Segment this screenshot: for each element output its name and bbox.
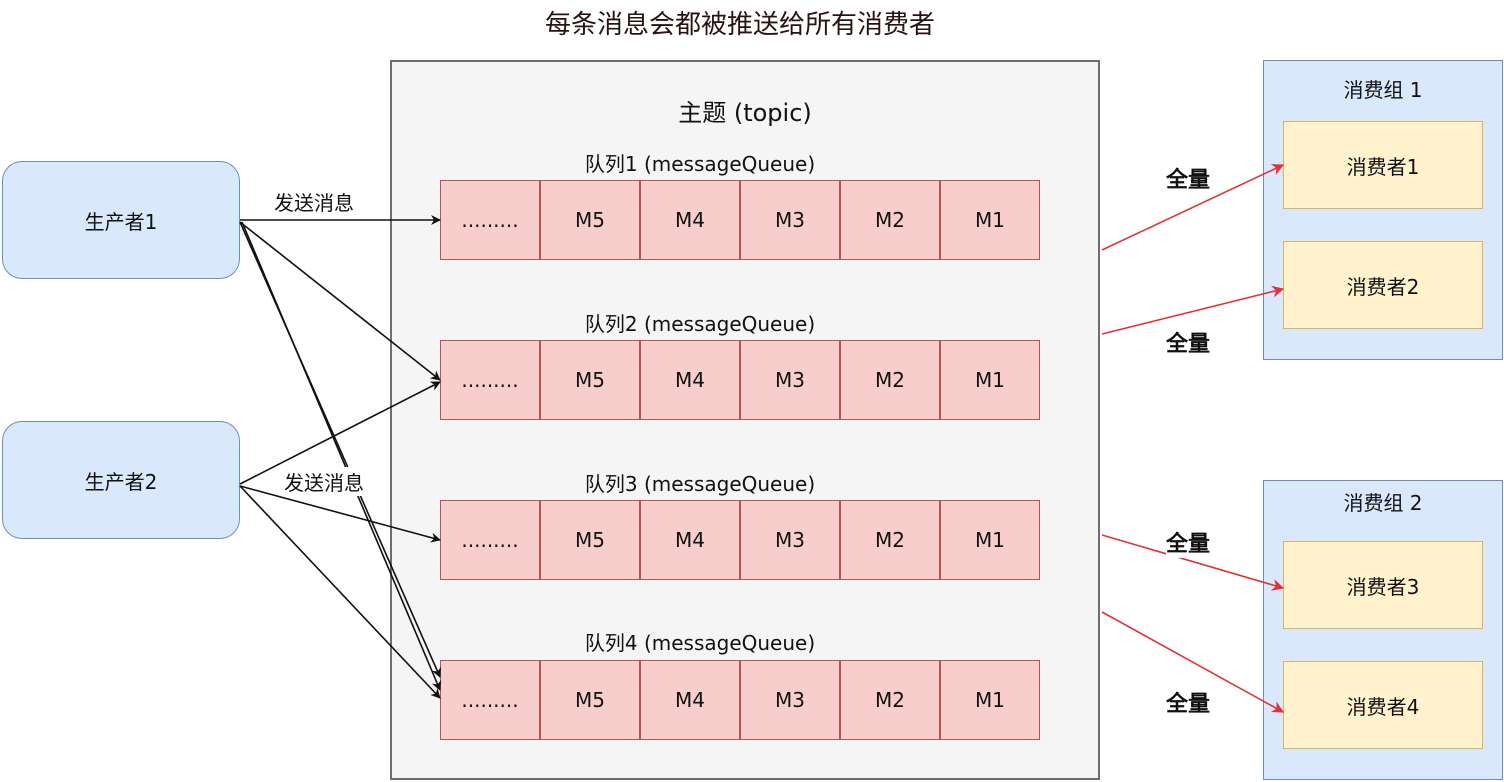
producer-2-node: 生产者2 [2, 421, 240, 539]
delivery-label-consumer-4: 全量 [1166, 686, 1211, 718]
delivery-label-consumer-1: 全量 [1166, 162, 1211, 194]
queue-4-cell-ellipsis: ......... [440, 660, 540, 740]
edge-topic-consumer-3 [1101, 534, 1285, 591]
consumer-group-2-label: 消费组 2 [1343, 490, 1423, 515]
queue-3-cell-m5: M5 [540, 500, 640, 580]
producer-1-node: 生产者1 [2, 161, 240, 279]
queue-1-label: 队列1 (messageQueue) [584, 151, 816, 176]
queue-1-cell-m3: M3 [740, 180, 840, 260]
queue-4-cell-m3: M3 [740, 660, 840, 740]
queue-3-label: 队列3 (messageQueue) [584, 471, 816, 496]
edge-topic-consumer-1 [1101, 164, 1285, 251]
consumer-3-node: 消费者3 [1283, 541, 1483, 629]
edge-producer-2-queue-3 [239, 485, 441, 543]
delivery-label-consumer-2: 全量 [1166, 326, 1211, 358]
queue-1-cell-m5: M5 [540, 180, 640, 260]
edge-producer-2-queue-2 [239, 381, 441, 485]
queue-4-cell-m1: M1 [940, 660, 1040, 740]
queue-1-cell-m2: M2 [840, 180, 940, 260]
queue-2-cell-m4: M4 [640, 340, 740, 420]
diagram-title: 每条消息会都被推送给所有消费者 [544, 9, 935, 40]
queue-2-cell-m3: M3 [740, 340, 840, 420]
queue-4-label: 队列4 (messageQueue) [584, 630, 816, 655]
queue-1-cell-m4: M4 [640, 180, 740, 260]
edge-producer-1-queue-2 [239, 221, 441, 381]
queue-2-label: 队列2 (messageQueue) [584, 311, 816, 336]
consumer-2-node: 消费者2 [1283, 241, 1483, 329]
edge-topic-consumer-4 [1101, 611, 1285, 713]
queue-3-cell-m2: M2 [840, 500, 940, 580]
queue-1-cell-m1: M1 [940, 180, 1040, 260]
queue-2-cell-m2: M2 [840, 340, 940, 420]
queue-3-cell-ellipsis: ......... [440, 500, 540, 580]
delivery-label-consumer-3: 全量 [1166, 526, 1211, 558]
send-label-producer-1: 发送消息 [272, 187, 356, 216]
send-label-producer-2: 发送消息 [282, 467, 366, 496]
queue-3-cell-m4: M4 [640, 500, 740, 580]
edge-producer-2-queue-4 [239, 485, 441, 699]
queue-4-cell-m5: M5 [540, 660, 640, 740]
queue-2-cell-m5: M5 [540, 340, 640, 420]
queue-4-cell-m4: M4 [640, 660, 740, 740]
queue-3-cell-m1: M1 [940, 500, 1040, 580]
edge-producer-1-queue-4 [239, 221, 441, 678]
queue-3-cell-m3: M3 [740, 500, 840, 580]
edge-topic-consumer-2 [1101, 285, 1285, 335]
queue-4-cell-m2: M2 [840, 660, 940, 740]
consumer-group-1-label: 消费组 1 [1343, 77, 1423, 102]
queue-2-cell-m1: M1 [940, 340, 1040, 420]
topic-label: 主题 (topic) [678, 98, 812, 127]
queue-2-cell-ellipsis: ......... [440, 340, 540, 420]
